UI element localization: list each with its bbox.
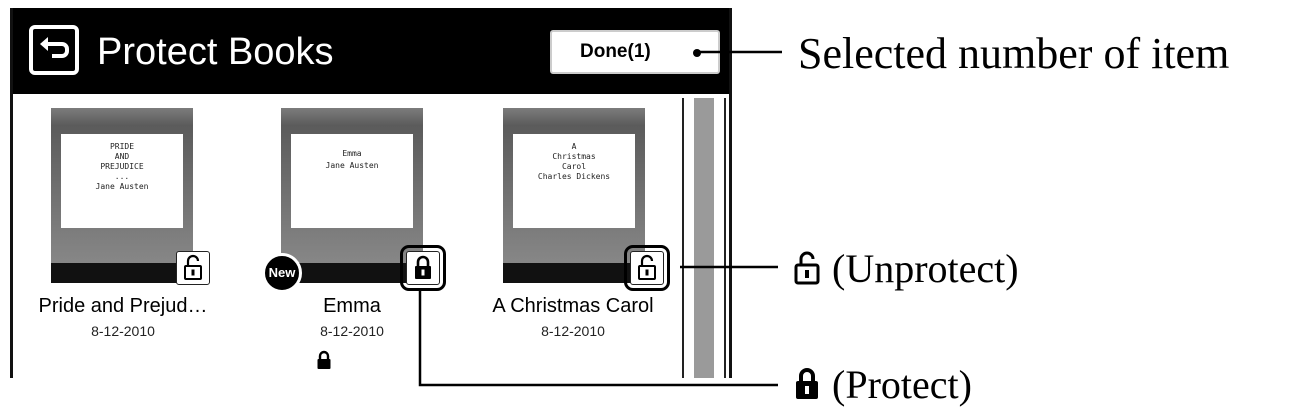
cover-text-plate: Emma Jane Austen [291,134,413,228]
cover-line: Christmas [552,152,596,161]
callout-unprotect: (Unprotect) [792,246,1019,292]
cover-line: Charles Dickens [537,172,611,181]
book-date: 8-12-2010 [91,323,155,339]
cover-line: PREJUDICE [100,162,144,171]
book-title: Pride and Prejud… [38,295,208,317]
callout-protect-label: (Protect) [832,362,972,407]
done-label: Done(1) [580,41,651,62]
callout-anchor-dot [693,49,701,57]
cover-line: ... [114,172,130,181]
cover-text-plate: PRIDE AND PREJUDICE ... Jane Austen [61,134,183,228]
done-button[interactable]: Done(1) [550,30,720,74]
protect-toggle[interactable] [176,251,210,285]
new-badge: New [262,253,302,293]
unlocked-padlock-icon [638,254,656,280]
book-cover[interactable]: PRIDE AND PREJUDICE ... Jane Austen [51,108,193,283]
book-date: 8-12-2010 [320,323,384,339]
unlocked-padlock-icon [184,254,202,280]
callout-protect: (Protect) [792,362,972,408]
cover-line: Carol [561,162,587,171]
cover-line: PRIDE [109,142,135,151]
locked-padlock-icon [796,368,818,399]
book-cover[interactable]: Emma Jane Austen [281,108,423,283]
locked-padlock-icon [415,255,431,279]
unlocked-padlock-icon [794,251,820,285]
protect-toggle[interactable] [624,245,670,291]
cover-line: Emma [342,149,362,158]
book-date: 8-12-2010 [541,323,605,339]
page-title: Protect Books [97,31,334,73]
title-bar: Protect Books Done(1) [13,8,729,94]
protected-status-icon [317,350,331,369]
cover-line: Jane Austen [325,161,379,170]
book-title: Emma [323,295,381,317]
cover-line: AND [114,152,130,161]
protect-toggle[interactable] [400,245,446,291]
book-title: A Christmas Carol [492,295,654,317]
scrollbar-thumb[interactable] [694,98,714,378]
book-cover[interactable]: A Christmas Carol Charles Dickens [503,108,645,283]
back-button[interactable] [29,25,79,75]
callout-unprotect-label: (Unprotect) [832,246,1019,291]
cover-line: A [571,142,577,151]
cover-text-plate: A Christmas Carol Charles Dickens [513,134,635,228]
device-screen: Protect Books Done(1) PRIDE AND PREJUDIC… [10,8,732,378]
cover-line: Jane Austen [95,182,149,191]
scrollbar[interactable] [682,98,726,378]
callout-selected-number: Selected number of item [798,29,1230,78]
